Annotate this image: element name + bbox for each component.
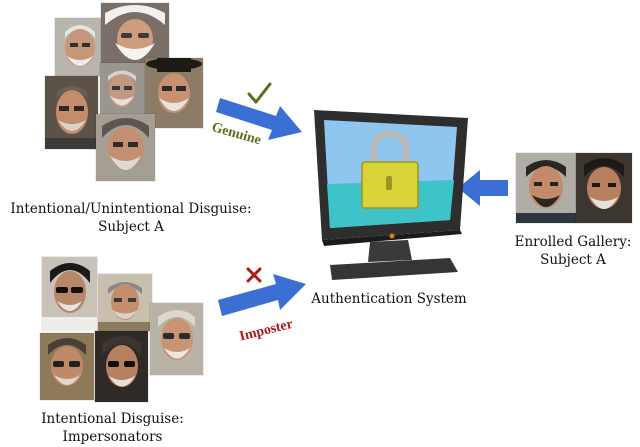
face-photo [45, 76, 98, 149]
face-photo [95, 331, 148, 402]
face-photo [100, 63, 145, 116]
check-icon [247, 82, 272, 104]
impersonator-group-caption: Intentional Disguise: Impersonators [0, 410, 225, 446]
authentication-monitor [314, 110, 468, 280]
impersonator-group-caption-line1: Intentional Disguise: [41, 411, 184, 427]
face-photo [576, 153, 632, 223]
face-photo [150, 303, 203, 375]
face-photo [40, 333, 94, 400]
genuine-group-caption-line1: Intentional/Unintentional Disguise: [10, 201, 252, 217]
face-photo [55, 18, 105, 76]
cross-icon [246, 267, 262, 283]
face-photo [96, 114, 155, 181]
genuine-group-caption: Intentional/Unintentional Disguise: Subj… [0, 200, 262, 236]
impersonator-group-caption-line2: Impersonators [62, 429, 163, 445]
face-photo [98, 274, 152, 331]
genuine-group-caption-line2: Subject A [98, 219, 164, 235]
face-photo [516, 153, 576, 223]
gallery-caption: Enrolled Gallery: Subject A [508, 233, 638, 269]
face-photo [42, 257, 97, 330]
gallery-arrow [458, 170, 508, 206]
gallery-caption-line1: Enrolled Gallery: [514, 234, 632, 250]
imposter-arrow [218, 274, 306, 316]
padlock-icon [361, 130, 419, 209]
face-photo [145, 58, 203, 128]
genuine-arrow [216, 98, 302, 140]
gallery-caption-line2: Subject A [540, 252, 606, 268]
system-caption: Authentication System [311, 291, 467, 307]
